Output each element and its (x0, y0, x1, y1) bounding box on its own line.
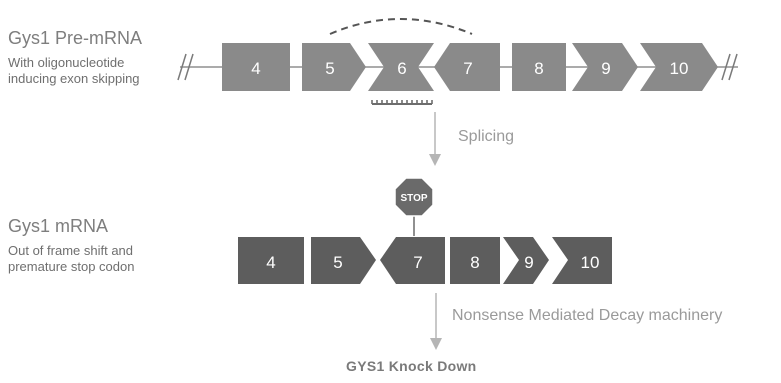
premrna-subtitle-line2: inducing exon skipping (8, 71, 140, 86)
premrna-exon-8: 8 (512, 43, 566, 91)
premrna-exon-10: 10 (640, 43, 718, 91)
svg-text:10: 10 (581, 253, 600, 272)
mrna-subtitle-line2: premature stop codon (8, 259, 135, 274)
oligonucleotide-icon (371, 100, 433, 105)
mrna-exon-7: 7 (380, 237, 445, 284)
svg-text:7: 7 (413, 253, 422, 272)
premrna-exon-6: 6 (368, 43, 434, 91)
mrna-title: Gys1 mRNA (8, 216, 109, 236)
mrna-exon-9: 9 (503, 237, 549, 284)
stop-sign-icon: STOP (394, 177, 434, 236)
svg-text:5: 5 (325, 59, 334, 78)
decay-label: Nonsense Mediated Decay machinery (452, 307, 723, 324)
svg-text:4: 4 (251, 59, 260, 78)
premrna-break-right-icon (721, 53, 738, 81)
svg-text:5: 5 (333, 253, 342, 272)
svg-text:9: 9 (601, 59, 610, 78)
svg-text:8: 8 (470, 253, 479, 272)
svg-text:7: 7 (463, 59, 472, 78)
result-label: GYS1 Knock Down (346, 358, 477, 374)
mrna-exon-8: 8 (450, 237, 500, 284)
premrna-exon-9: 9 (572, 43, 638, 91)
svg-text:10: 10 (670, 59, 689, 78)
premrna-exon-7: 7 (434, 43, 500, 91)
svg-text:8: 8 (534, 59, 543, 78)
mrna-subtitle-line1: Out of frame shift and (8, 243, 134, 258)
stop-sign-label: STOP (400, 193, 427, 204)
svg-text:6: 6 (397, 59, 406, 78)
premrna-subtitle-line1: With oligonucleotide (8, 55, 125, 70)
mrna-exon-10: 10 (552, 237, 612, 284)
premrna-exon-4: 4 (222, 43, 290, 91)
svg-text:4: 4 (266, 253, 275, 272)
splicing-label: Splicing (458, 128, 515, 145)
exon-skip-arc (329, 18, 473, 35)
svg-text:9: 9 (524, 253, 533, 272)
premrna-exon-5: 5 (302, 43, 366, 91)
premrna-title: Gys1 Pre-mRNA (8, 28, 143, 48)
mrna-exon-5: 5 (311, 237, 376, 284)
premrna-break-left-icon (177, 53, 194, 81)
mrna-exon-4: 4 (238, 237, 304, 284)
